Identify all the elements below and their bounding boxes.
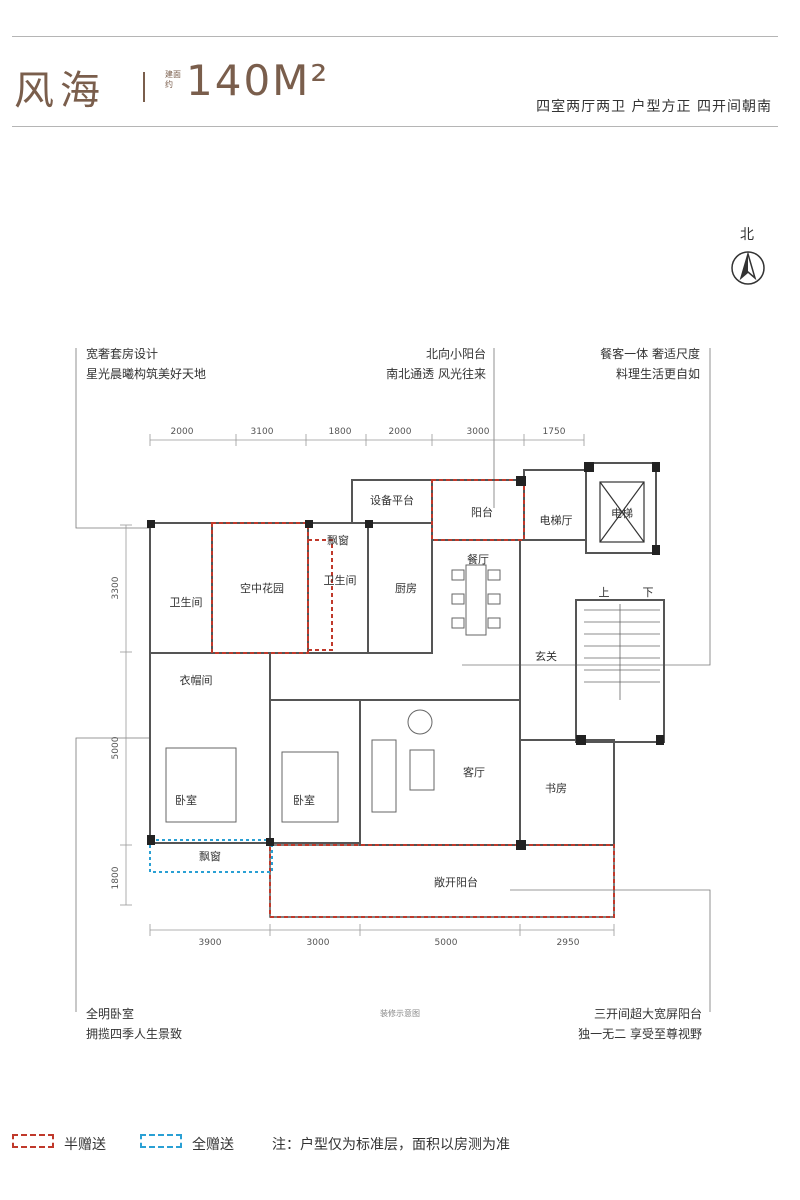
room-entrance: 玄关 [535, 650, 557, 663]
leader-lines [75, 348, 711, 1012]
room-bay-window-bottom: 飘窗 [199, 850, 221, 863]
room-open-balcony: 敞开阳台 [434, 876, 478, 889]
north-label: 北 [740, 227, 754, 243]
full-gift-legend-swatch [140, 1134, 182, 1148]
annotation-line: 三开间超大宽屏阳台 [593, 1007, 702, 1021]
sofa-icon [371, 709, 435, 813]
left-dimension-line [120, 524, 132, 906]
room-north-balcony: 阳台 [471, 506, 493, 519]
bed-icons [165, 747, 339, 823]
room-study: 书房 [545, 782, 567, 795]
title-separator [143, 72, 145, 102]
plan-caption: 装修示意图 [380, 1009, 420, 1018]
annotation-line: 宽奢套房设计 [86, 347, 159, 361]
area-value: 140M² [186, 56, 330, 105]
dim-left-1: 3300 [111, 576, 121, 600]
full-gift-area [149, 839, 273, 873]
room-bathroom-1: 卫生间 [169, 596, 203, 609]
room-sky-garden: 空中花园 [240, 582, 284, 595]
top-dimension-line [149, 434, 585, 446]
unit-name: 风海 [14, 68, 106, 114]
room-bedroom-1: 卧室 [175, 794, 197, 807]
structural-columns [147, 462, 664, 850]
room-elevator: 电梯 [611, 507, 633, 520]
room-bedroom-2: 卧室 [293, 794, 315, 807]
room-dining: 餐厅 [467, 553, 489, 566]
bottom-dimension-line [149, 924, 615, 936]
room-bathroom-2: 卫生间 [323, 574, 357, 587]
header-top-rule [12, 36, 778, 37]
annotation-line: 拥揽四季人生景致 [86, 1027, 183, 1041]
room-walk-in-closet: 衣帽间 [179, 674, 213, 687]
dim-top-5: 3000 [466, 427, 490, 437]
dim-bottom-2: 3000 [306, 938, 330, 948]
room-equipment-platform: 设备平台 [370, 494, 414, 507]
room-bay-window-top: 飘窗 [327, 534, 349, 547]
annotation-bottom-left: 全明卧室 拥揽四季人生景致 [86, 1004, 182, 1044]
header-bottom-rule [12, 126, 778, 127]
stair-down-label: 下 [642, 586, 654, 599]
annotation-top-right: 餐客一体 奢适尺度 料理生活更自如 [560, 344, 700, 384]
dim-top-3: 1800 [328, 427, 352, 437]
dim-top-1: 2000 [170, 427, 194, 437]
stair-up-label: 上 [598, 586, 610, 599]
dim-bottom-3: 5000 [434, 938, 458, 948]
half-gift-legend-label: 半赠送 [64, 1137, 106, 1153]
room-kitchen: 厨房 [395, 582, 417, 595]
room-living: 客厅 [463, 766, 485, 779]
annotation-line: 北向小阳台 [425, 347, 486, 361]
dim-bottom-4: 2950 [556, 938, 580, 948]
area-label: 建面约 [165, 70, 181, 89]
legend-note: 注：户型仅为标准层，面积以房测为准 [272, 1137, 510, 1153]
dim-left-2: 5000 [111, 736, 121, 760]
full-gift-legend-label: 全赠送 [192, 1137, 234, 1153]
half-gift-legend-swatch [12, 1134, 54, 1148]
elevator-icon [599, 481, 645, 543]
annotation-line: 全明卧室 [86, 1007, 135, 1021]
room-elevator-hall: 电梯厅 [539, 514, 573, 527]
annotation-top-center: 北向小阳台 南北通透 风光往来 [374, 344, 486, 384]
annotation-line: 星光晨曦构筑美好天地 [86, 367, 207, 381]
annotation-line: 南北通透 风光往来 [386, 367, 486, 381]
dim-left-3: 1800 [111, 866, 121, 890]
dim-bottom-1: 3900 [198, 938, 222, 948]
annotation-top-left: 宽奢套房设计 星光晨曦构筑美好天地 [86, 344, 206, 384]
annotation-line: 料理生活更自如 [615, 367, 700, 381]
annotation-bottom-right: 三开间超大宽屏阳台 独一无二 享受至尊视野 [540, 1004, 702, 1044]
annotation-line: 餐客一体 奢适尺度 [600, 347, 700, 361]
north-arrow-icon [731, 251, 765, 285]
walls [149, 462, 665, 846]
dim-top-6: 1750 [542, 427, 566, 437]
dim-top-2: 3100 [250, 427, 274, 437]
unit-tagline: 四室两厅两卫 户型方正 四开间朝南 [536, 99, 772, 115]
stairs-icon [584, 604, 660, 700]
half-gift-areas [211, 479, 615, 918]
dim-top-4: 2000 [388, 427, 412, 437]
annotation-line: 独一无二 享受至尊视野 [578, 1027, 702, 1041]
dining-table-icon [451, 564, 501, 636]
